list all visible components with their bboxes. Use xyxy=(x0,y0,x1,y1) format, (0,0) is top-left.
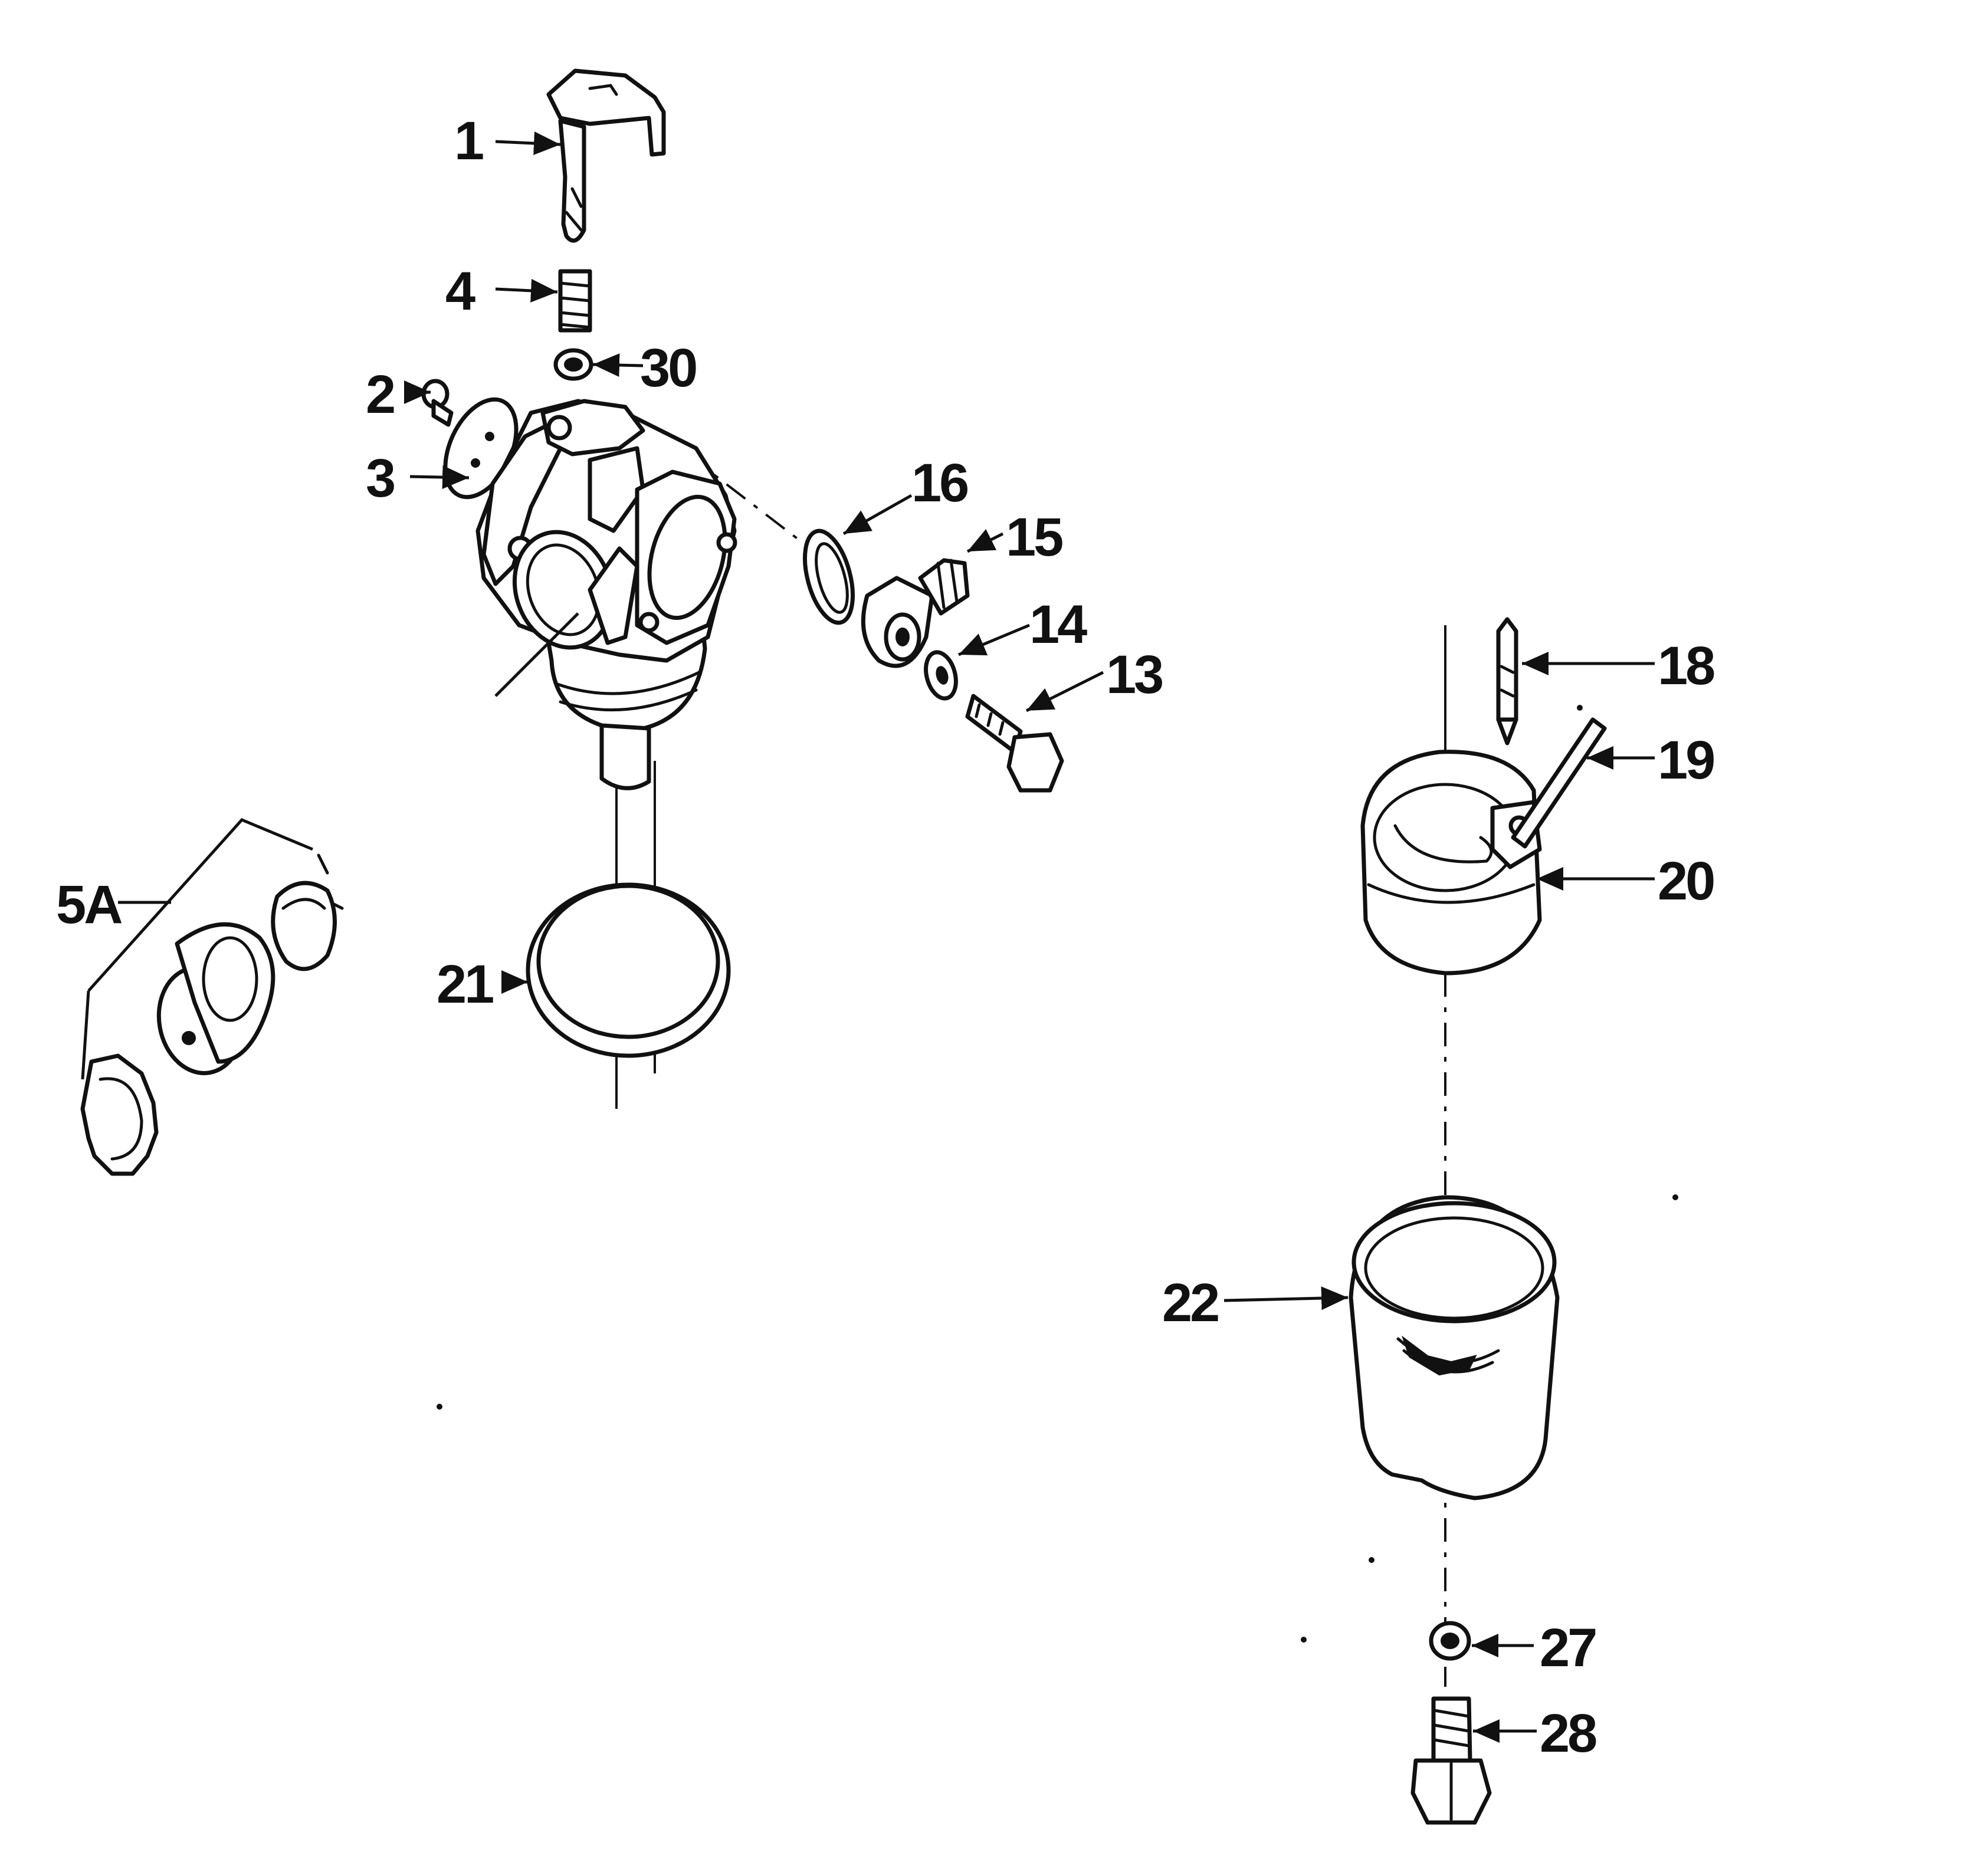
carburetor-body xyxy=(475,399,737,790)
bowl-nut-part-28 xyxy=(1410,1696,1492,1825)
callout-22: 22 xyxy=(1162,1273,1218,1333)
callout-18: 18 xyxy=(1658,636,1714,696)
stray-marks xyxy=(437,705,1678,1643)
float-needle-part-18 xyxy=(1496,617,1518,746)
callout-30: 30 xyxy=(640,338,696,398)
callout-21: 21 xyxy=(437,954,493,1014)
callout-3: 3 xyxy=(366,448,394,508)
throttle-shaft-part-1 xyxy=(546,68,666,243)
callout-labels: 1 4 30 2 3 16 15 14 13 5A 21 18 19 20 22… xyxy=(56,111,1717,1764)
callout-13: 13 xyxy=(1106,645,1162,705)
callout-19: 19 xyxy=(1658,730,1714,790)
callout-14: 14 xyxy=(1029,595,1087,655)
float-bowl-part-22 xyxy=(1349,1195,1560,1500)
spring-part-4 xyxy=(558,269,592,333)
washer-part-27 xyxy=(1429,1621,1471,1661)
callout-15: 15 xyxy=(1006,507,1062,567)
washer-part-14 xyxy=(924,650,958,701)
callout-1: 1 xyxy=(454,111,483,171)
primer-assembly-part-5A xyxy=(80,818,344,1176)
callout-28: 28 xyxy=(1540,1703,1596,1764)
float-part-20 xyxy=(1360,750,1542,976)
callout-4: 4 xyxy=(445,261,475,321)
fuel-fitting-part-15 xyxy=(861,558,970,668)
callout-5a: 5A xyxy=(56,875,122,935)
callout-16: 16 xyxy=(911,453,967,513)
callout-27: 27 xyxy=(1540,1618,1596,1678)
o-ring-part-21 xyxy=(526,882,731,1058)
seal-part-30 xyxy=(553,348,593,381)
callout-20: 20 xyxy=(1658,851,1714,911)
screw-part-2 xyxy=(421,379,454,427)
bolt-part-13 xyxy=(965,694,1064,793)
leader-lines xyxy=(118,131,1655,1743)
hinge-pin-part-19 xyxy=(1511,717,1607,849)
callout-2: 2 xyxy=(366,364,394,425)
gasket-part-16 xyxy=(803,528,855,625)
